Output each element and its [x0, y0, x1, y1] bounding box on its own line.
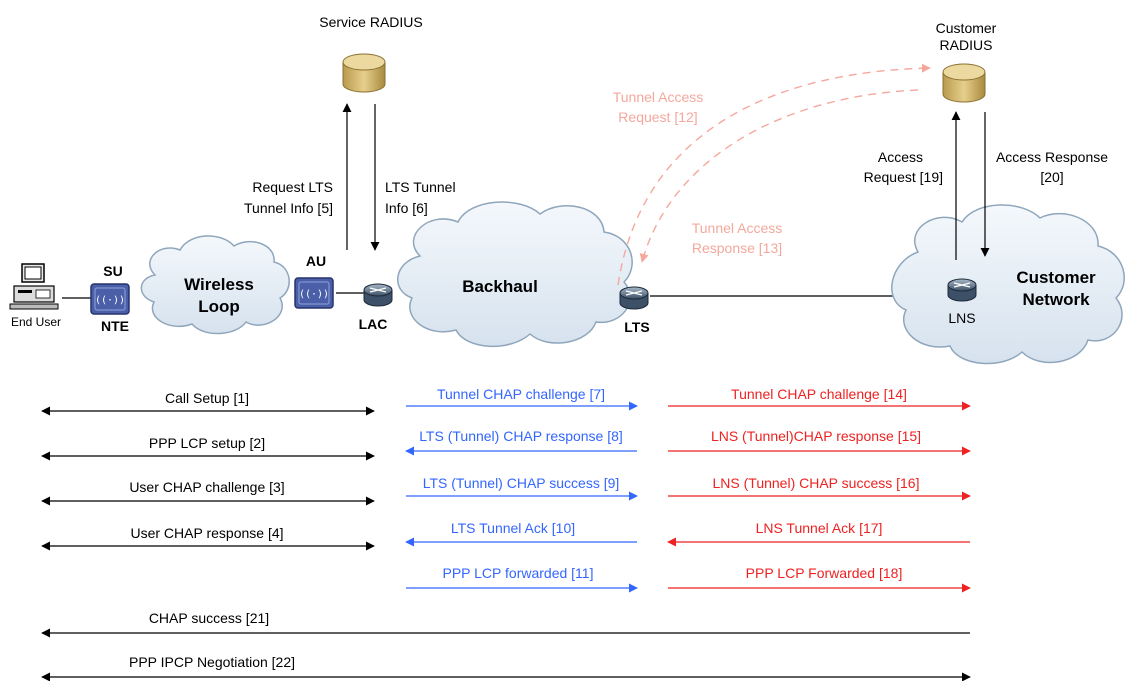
au-label: AU [306, 253, 326, 269]
flow-label: LNS (Tunnel) CHAP success [16] [713, 475, 920, 491]
flow-label: LNS Tunnel Ack [17] [756, 520, 883, 536]
service-radius-database-icon [342, 53, 386, 93]
lts-tunnel-info-label-line1: LTS Tunnel [385, 179, 456, 195]
wireless-loop-label-line1: Wireless [184, 275, 254, 294]
su-label: SU [103, 263, 122, 279]
tunnel-access-request-label-line2: Request [12] [618, 109, 697, 125]
flow-label: Tunnel CHAP challenge [14] [731, 386, 907, 402]
request-lts-label-line1: Request LTS [252, 179, 333, 195]
access-request-label-line1: Access [878, 149, 923, 165]
flow-label: Call Setup [1] [165, 390, 249, 406]
au-device-icon: ((·)) [294, 277, 334, 309]
lts-router-icon [619, 286, 649, 310]
backhaul-cloud [396, 201, 633, 347]
arrow-tunnel-access-request [617, 63, 931, 286]
chap-success-label: CHAP success [21] [149, 610, 269, 626]
lns-label: LNS [948, 310, 975, 326]
su-device-icon: ((·)) [90, 283, 130, 315]
tunnel-access-response-label-line2: Response [13] [692, 240, 782, 256]
nte-label: NTE [101, 318, 129, 334]
flow-label: LTS (Tunnel) CHAP success [9] [423, 475, 620, 491]
lts-label: LTS [624, 319, 649, 335]
flow-label: PPP LCP setup [2] [149, 435, 265, 451]
customer-network-label-line2: Network [1022, 290, 1090, 309]
left-flows: Call Setup [1] PPP LCP setup [2] User CH… [41, 390, 375, 551]
flow-label: User CHAP response [4] [130, 525, 283, 541]
customer-network-cloud [891, 204, 1125, 365]
flow-label: User CHAP challenge [3] [129, 479, 284, 495]
end-user-computer-icon [9, 263, 59, 310]
customer-radius-label-line2: RADIUS [940, 37, 993, 53]
flow-label: LTS (Tunnel) CHAP response [8] [419, 428, 623, 444]
access-request-label-line2: Request [19] [864, 169, 943, 185]
flow-label: Tunnel CHAP challenge [7] [437, 386, 605, 402]
end-user-label: End User [11, 315, 61, 329]
access-response-label-line1: Access Response [996, 149, 1108, 165]
lac-router-icon [363, 283, 393, 307]
customer-network-label-line1: Customer [1016, 268, 1096, 287]
flow-label: PPP LCP Forwarded [18] [746, 565, 903, 581]
su-device-glyph: ((·)) [95, 295, 125, 306]
right-flows: Tunnel CHAP challenge [14] LNS (Tunnel)C… [667, 386, 971, 593]
wireless-loop-cloud [140, 235, 290, 335]
wireless-loop-label-line2: Loop [198, 297, 240, 316]
customer-radius-database-icon [942, 63, 986, 103]
flow-label: LNS (Tunnel)CHAP response [15] [711, 428, 921, 444]
flow-label: LTS Tunnel Ack [10] [451, 520, 575, 536]
flow-label: PPP LCP forwarded [11] [443, 565, 594, 581]
ppp-ipcp-label: PPP IPCP Negotiation [22] [129, 654, 295, 670]
service-radius-label: Service RADIUS [319, 14, 422, 30]
au-device-glyph: ((·)) [299, 289, 329, 300]
access-response-label-line2: [20] [1040, 169, 1063, 185]
lac-label: LAC [359, 316, 388, 332]
tunnel-access-request-label-line1: Tunnel Access [613, 89, 704, 105]
lns-router-icon [947, 278, 977, 302]
request-lts-label-line2: Tunnel Info [5] [244, 200, 333, 216]
lts-tunnel-info-label-line2: Info [6] [385, 200, 428, 216]
middle-flows: Tunnel CHAP challenge [7] LTS (Tunnel) C… [405, 386, 638, 593]
backhaul-label: Backhaul [462, 277, 538, 296]
tunnel-access-response-label-line1: Tunnel Access [692, 220, 783, 236]
arrow-tunnel-access-response [639, 89, 919, 263]
customer-radius-label-line1: Customer [936, 20, 997, 36]
